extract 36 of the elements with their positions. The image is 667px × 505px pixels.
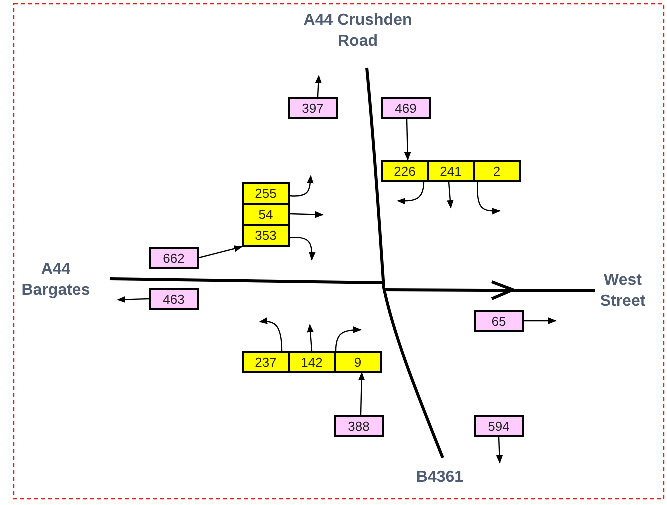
traffic-count: 463 [149, 288, 199, 310]
arrow [315, 75, 322, 98]
traffic-count: 241 [427, 160, 475, 182]
arrow [290, 175, 314, 197]
traffic-count: 54 [242, 203, 290, 226]
arrow [496, 436, 504, 464]
traffic-count: 594 [474, 415, 524, 437]
traffic-count: 142 [288, 351, 336, 373]
traffic-count: 388 [334, 415, 384, 437]
arrow [290, 211, 324, 218]
traffic-count: 353 [242, 224, 290, 247]
traffic-count: 469 [381, 97, 431, 119]
arrow [397, 182, 425, 205]
arrow [447, 182, 454, 209]
arrow [198, 246, 243, 259]
arrow [335, 326, 362, 352]
arrow [524, 318, 557, 324]
road-name: B4361 [415, 468, 465, 488]
arrow [117, 296, 150, 304]
arrow [259, 318, 283, 352]
traffic-count: 255 [242, 182, 290, 205]
traffic-count: 397 [288, 97, 338, 119]
traffic-count: 226 [381, 160, 429, 182]
arrow [358, 372, 366, 416]
arrow [307, 324, 314, 352]
traffic-count: 2 [473, 160, 521, 182]
arrow [290, 237, 316, 261]
road-name: West Street [599, 271, 647, 312]
traffic-count: 237 [242, 351, 290, 373]
arrow [404, 118, 412, 161]
road-name: A44 Bargates [20, 260, 92, 301]
road-name: A44 Crushden Road [302, 11, 414, 52]
traffic-count: 65 [474, 310, 524, 332]
traffic-count: 9 [334, 351, 382, 373]
traffic-count: 662 [149, 247, 199, 269]
arrow [477, 182, 501, 215]
